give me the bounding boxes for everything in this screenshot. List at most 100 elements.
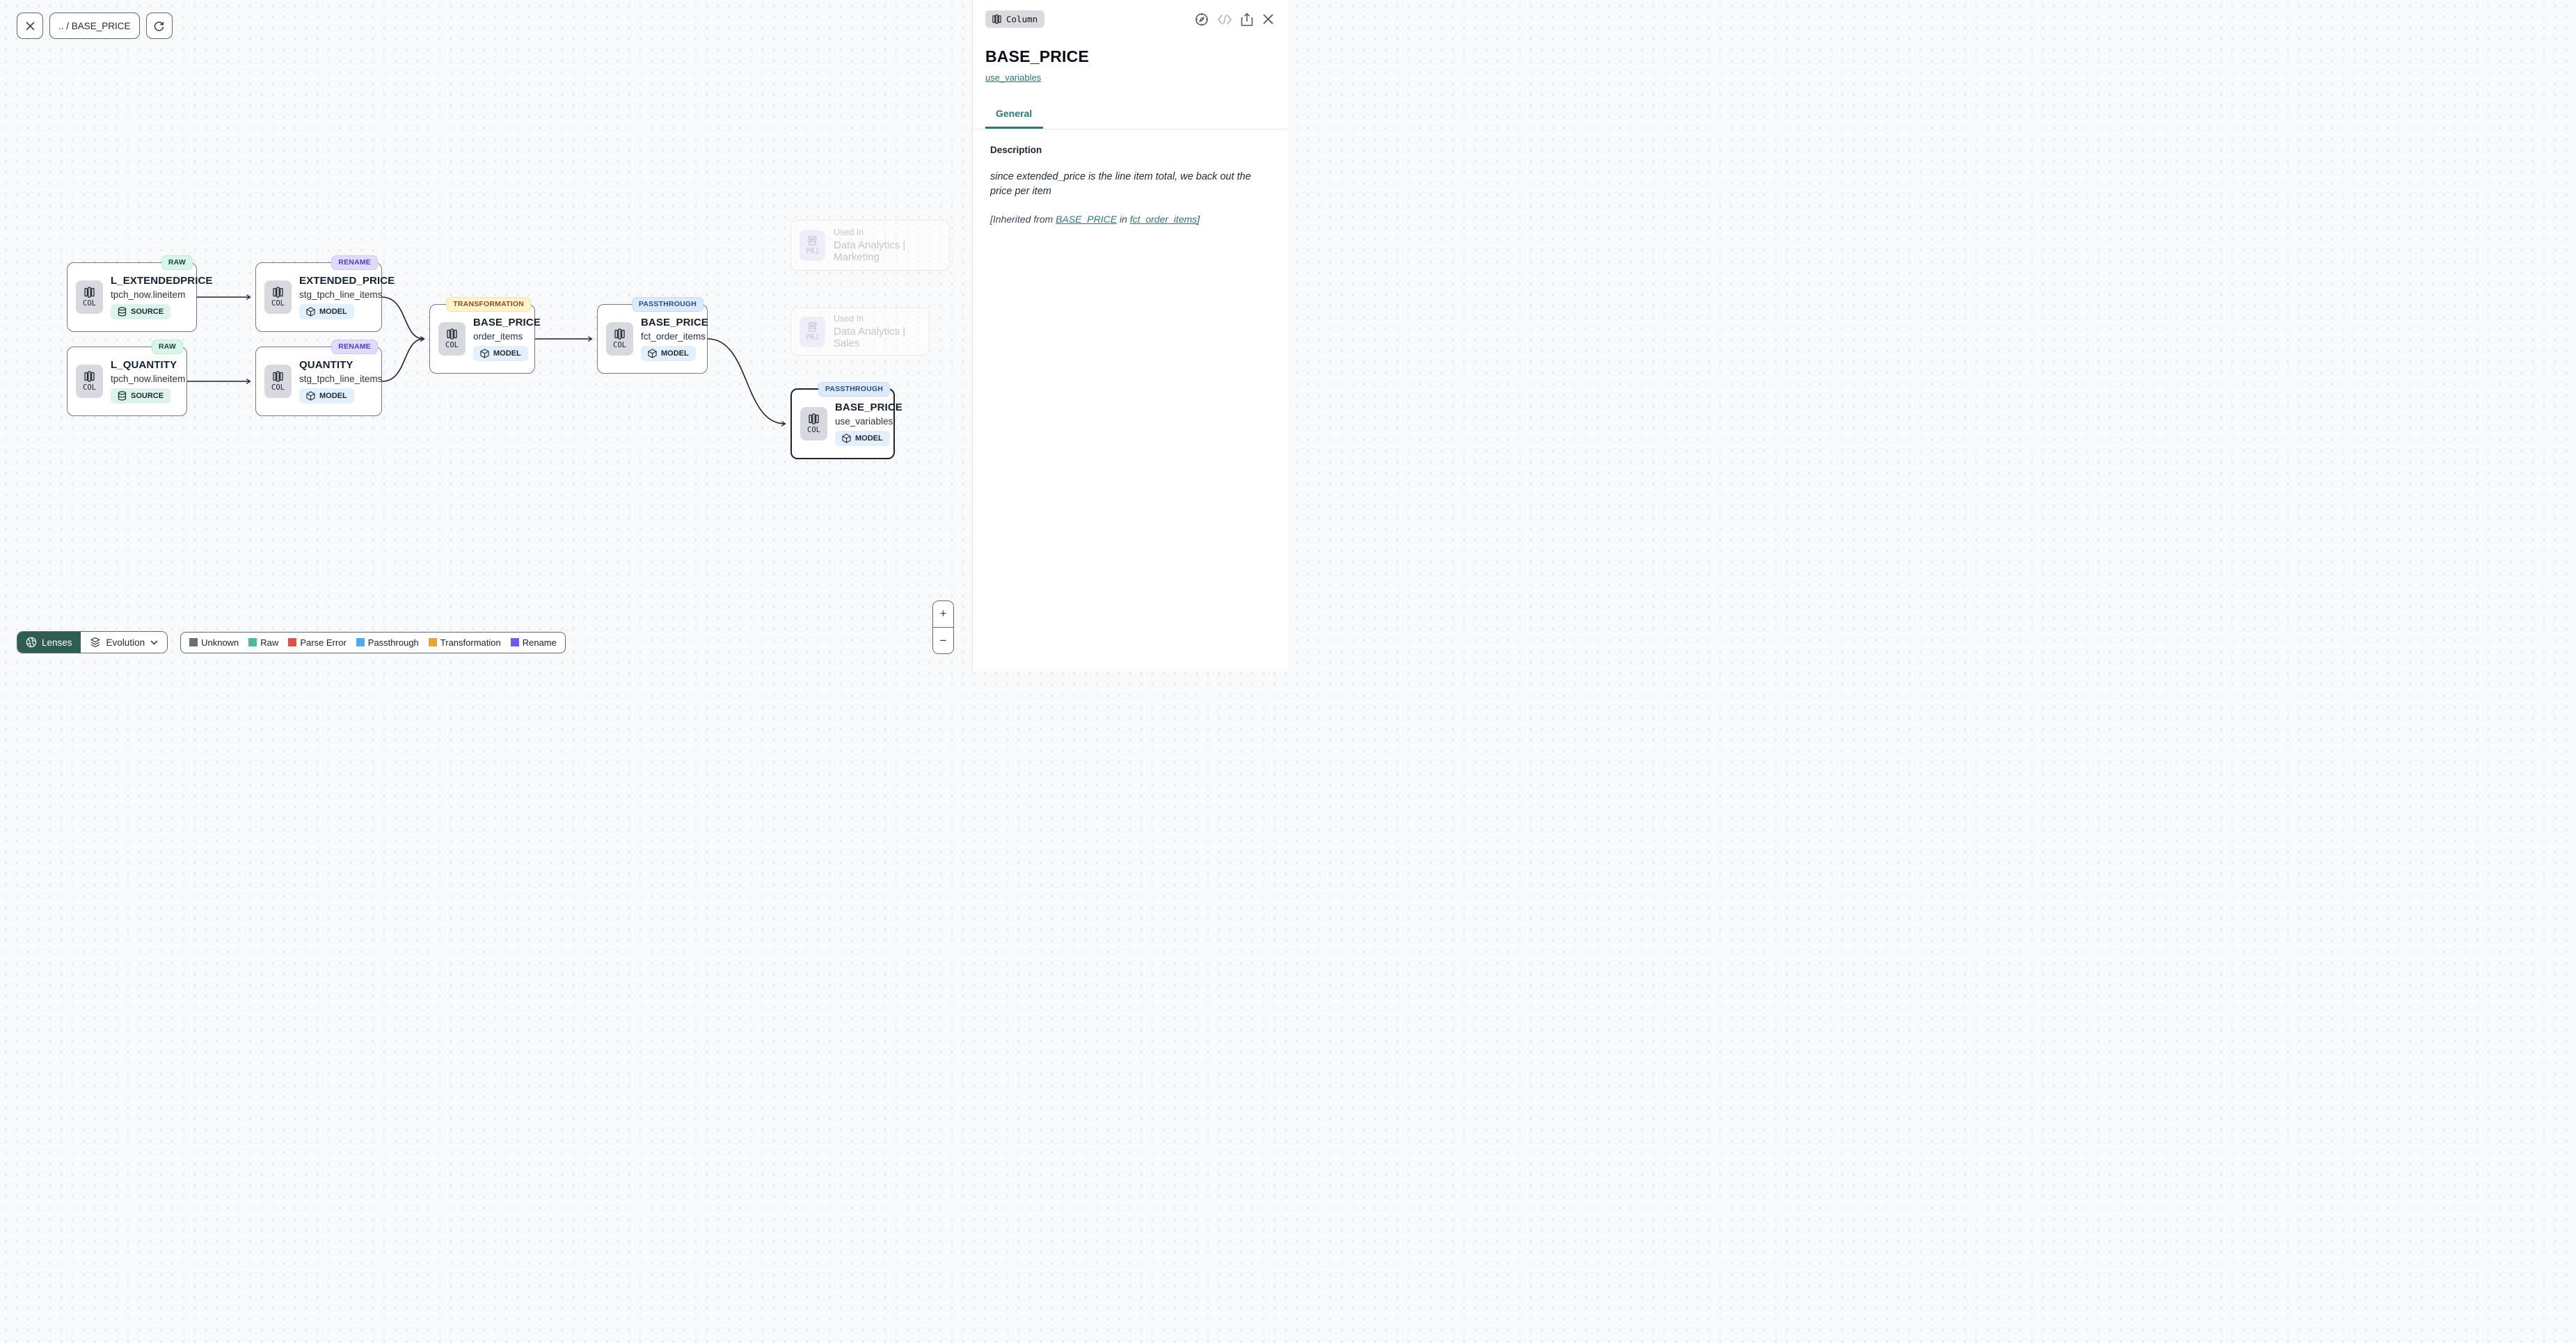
archive-icon [808, 235, 817, 246]
columns-icon [614, 328, 625, 340]
kind-label: MODEL [493, 349, 521, 358]
refresh-button[interactable] [145, 13, 173, 39]
lineage-node-l-quantity[interactable]: RAW COL L_QUANTITY tpch_now.lineitem SOU… [67, 340, 187, 416]
model-badge: MODEL [835, 431, 890, 446]
node-title: L_QUANTITY [111, 359, 177, 371]
source-badge: SOURCE [111, 304, 171, 319]
columns-icon [447, 328, 457, 340]
column-kind-badge: COL [606, 322, 633, 356]
lenses-button[interactable]: Lenses [17, 632, 81, 653]
node-type-badge: RENAME [331, 340, 378, 354]
cube-icon [842, 434, 851, 443]
zoom-out-button[interactable]: − [933, 628, 953, 653]
legend-label: Parse Error [300, 637, 347, 648]
node-type-badge: PASSTHROUGH [818, 382, 890, 397]
zoom-divider [933, 626, 953, 628]
column-kind-badge: COL [800, 407, 827, 440]
columns-icon [809, 413, 819, 424]
node-subtitle: fct_order_items [641, 331, 706, 342]
layers-icon [90, 637, 100, 647]
node-title: QUANTITY [299, 359, 353, 371]
refresh-icon [154, 21, 164, 31]
used-in-label: Used In [834, 314, 864, 324]
database-icon [118, 391, 127, 401]
zoom-in-button[interactable]: + [933, 601, 953, 627]
legend-swatch [189, 638, 198, 646]
used-in-node-marketing[interactable]: PRJ Used In Data Analytics | Marketing [790, 220, 950, 271]
inherited-column-link[interactable]: BASE_PRICE [1056, 214, 1118, 225]
project-kind-badge: PRJ [800, 230, 825, 261]
column-kind-badge: COL [264, 280, 292, 314]
col-label: COL [83, 299, 96, 308]
legend-swatch [428, 638, 437, 646]
node-title: BASE_PRICE [835, 402, 903, 413]
columns-icon [84, 371, 95, 382]
kind-label: SOURCE [131, 392, 164, 400]
compass-icon [1195, 13, 1208, 26]
kind-label: MODEL [855, 434, 883, 443]
panel-title: BASE_PRICE [985, 47, 1089, 65]
breadcrumb-label: .. / BASE_PRICE [58, 20, 131, 31]
used-in-node-sales[interactable]: PRJ Used In Data Analytics | Sales [790, 308, 930, 356]
node-title: BASE_PRICE [641, 317, 708, 328]
legend-swatch [356, 638, 365, 646]
close-panel-button[interactable] [1262, 13, 1274, 25]
col-label: COL [445, 341, 459, 349]
column-kind-badge: COL [76, 365, 103, 398]
explore-button[interactable] [1195, 13, 1209, 26]
close-lineage-button[interactable] [17, 13, 43, 39]
project-kind-badge: PRJ [800, 316, 825, 347]
cube-icon [306, 391, 315, 401]
lens-selector[interactable]: Evolution [80, 632, 168, 653]
cube-icon [480, 349, 489, 358]
lineage-node-extended-price[interactable]: RENAME COL EXTENDED_PRICE stg_tpch_line_… [255, 255, 395, 332]
close-icon [25, 21, 35, 31]
legend-item-passthrough: Passthrough [356, 637, 419, 648]
node-subtitle: tpch_now.lineitem [111, 289, 186, 300]
used-in-label: Used In [834, 228, 864, 237]
breadcrumb[interactable]: .. / BASE_PRICE [49, 13, 140, 39]
lineage-node-base-price-fct-order-items[interactable]: PASSTHROUGH COL BASE_PRICE fct_order_ite… [597, 297, 708, 374]
kind-label: SOURCE [131, 308, 164, 316]
column-kind-badge: COL [264, 365, 292, 398]
lineage-node-l-extendedprice[interactable]: RAW COL L_EXTENDEDPRICE tpch_now.lineite… [67, 255, 212, 332]
lineage-node-quantity[interactable]: RENAME COL QUANTITY stg_tpch_line_items … [255, 340, 383, 416]
zoom-control: + − [932, 601, 954, 654]
code-button[interactable] [1218, 14, 1232, 24]
lenses-control: Lenses Evolution [17, 631, 168, 653]
legend-item-unknown: Unknown [189, 637, 239, 648]
cube-icon [648, 349, 657, 358]
columns-icon [992, 14, 1001, 24]
tab-general[interactable]: General [985, 108, 1044, 129]
node-type-badge: PASSTHROUGH [631, 297, 703, 312]
inherited-note: [Inherited from BASE_PRICE in fct_order_… [990, 214, 1271, 225]
legend-item-rename: Rename [510, 637, 557, 648]
legend-swatch [510, 638, 519, 646]
node-type-badge: TRANSFORMATION [446, 297, 531, 312]
source-badge: SOURCE [111, 388, 171, 404]
inherited-model-link[interactable]: fct_order_items [1129, 214, 1198, 225]
used-in-project: Data Analytics | Marketing [834, 239, 906, 263]
close-icon [1263, 14, 1273, 24]
node-subtitle: order_items [473, 331, 523, 342]
legend-label: Unknown [201, 637, 239, 648]
col-label: COL [83, 383, 96, 392]
lenses-label: Lenses [42, 637, 72, 648]
column-kind-badge: COL [438, 322, 466, 356]
node-subtitle: stg_tpch_line_items [299, 374, 383, 384]
column-kind-badge: COL [76, 280, 103, 314]
chevron-down-icon [150, 639, 158, 645]
node-type-badge: RAW [151, 340, 183, 354]
cube-icon [306, 307, 315, 317]
code-icon [1218, 14, 1232, 24]
model-link[interactable]: use_variables [985, 72, 1042, 83]
used-in-project: Data Analytics | Sales [834, 326, 906, 349]
aperture-icon [26, 637, 37, 648]
lineage-node-base-price-use-variables[interactable]: PASSTHROUGH COL BASE_PRICE use_variables… [790, 382, 903, 459]
node-title: L_EXTENDEDPRICE [111, 275, 213, 287]
share-button[interactable] [1241, 13, 1253, 26]
inherited-prefix: [Inherited from [990, 214, 1056, 225]
lineage-node-base-price-order-items[interactable]: TRANSFORMATION COL BASE_PRICE order_item… [429, 297, 541, 374]
legend-swatch [288, 638, 297, 646]
node-subtitle: tpch_now.lineitem [111, 374, 186, 384]
